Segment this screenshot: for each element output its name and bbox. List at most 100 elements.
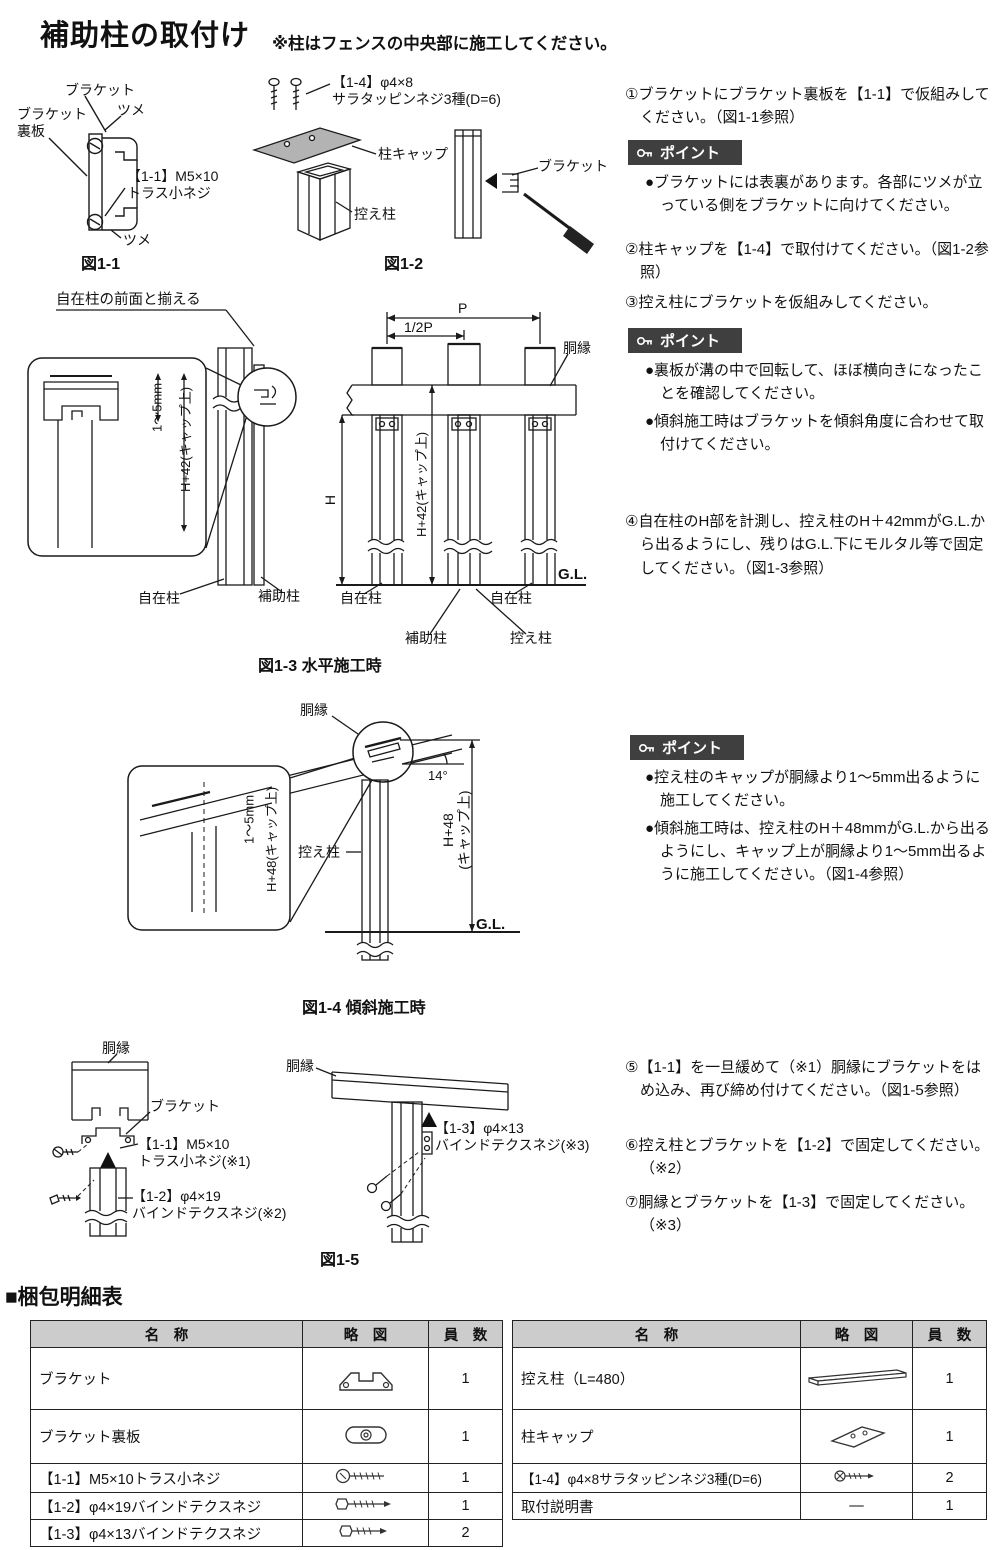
part-sketch (800, 1463, 913, 1493)
fig12-artwork (251, 77, 594, 254)
part-sketch: ― (800, 1492, 913, 1520)
step-2: ②柱キャップを【1-4】で取付けてください。（図1-2参照） (625, 241, 989, 282)
table-row: 【1-4】φ4×8サラタッピンネジ3種(D=6) 2 (512, 1463, 987, 1493)
packing-table-left: 名 称 略 図 員 数 ブラケット 1 ブラケット裏板 (30, 1320, 503, 1547)
fig13-label-jizai-2: 自在柱 (340, 590, 382, 606)
point1-bullet-1: ●ブラケットには表裏があります。各部にツメが立っている側をブラケットに向けてくだ… (645, 174, 983, 215)
fig12-label-bracket: ブラケット (538, 158, 608, 174)
part-qty: 1 (428, 1463, 503, 1493)
point-header-label: ポイント (662, 740, 723, 757)
fig13-label-align: 自在柱の前面と揃える (56, 292, 201, 308)
point2-bullet-2: ●傾斜施工時はブラケットを傾斜角度に合わせて取付けてください。 (645, 412, 985, 453)
point2-bullet-1: ●裏板が溝の中で回転して、ほぼ横向きになったことを確認してください。 (645, 362, 983, 403)
fig13-label-rail: 胴縁 (563, 340, 591, 356)
part-name: 【1-3】φ4×13バインドテクスネジ (30, 1519, 303, 1547)
part-sketch (302, 1492, 429, 1520)
fig15-label-bracket: ブラケット (150, 1098, 220, 1114)
key-icon (636, 336, 652, 345)
fig13-label-h42-detail: H+42(キャップ上) (178, 386, 194, 493)
fig15-label-rail-left: 胴縁 (102, 1040, 130, 1056)
fig15-label-screw-1-1: 【1-1】M5×10 トラス小ネジ(※1) (138, 1136, 251, 1169)
col-header-sketch: 略 図 (800, 1320, 913, 1348)
table-header-row: 名 称 略 図 員 数 (512, 1320, 987, 1348)
part-name: 控え柱（L=480） (512, 1347, 801, 1410)
col-header-qty: 員 数 (428, 1320, 503, 1348)
fig13-label-half-p: 1/2P (404, 319, 433, 335)
part-sketch (302, 1347, 429, 1410)
fig13-label-gl: G.L. (558, 566, 588, 583)
part-name: 柱キャップ (512, 1409, 801, 1464)
dash-placeholder: ― (849, 1498, 864, 1514)
fig12-label-post-cap: 柱キャップ (378, 146, 448, 162)
point-3-body: ●控え柱のキャップが胴縁より1～5mm出るように施工してください。 ●傾斜施工時… (645, 766, 993, 886)
fig13-label-hojo-1: 補助柱 (258, 588, 300, 604)
fig11-label-screw-1-1: 【1-1】M5×10 トラス小ネジ (127, 168, 219, 201)
fig13-label-hojo-2: 補助柱 (405, 630, 447, 646)
step-4: ④自在柱のH部を計測し、控え柱のH＋42mmがG.L.から出るようにし、残りはG… (625, 513, 986, 577)
point-header-label: ポイント (660, 145, 721, 162)
tex-screw-icon (338, 1525, 387, 1537)
fig14-label-gl: G.L. (476, 916, 506, 933)
part-name: 【1-2】φ4×19バインドテクスネジ (30, 1492, 303, 1520)
fig13-caption: 図1-3 水平施工時 (258, 658, 382, 675)
packing-list-title: ■梱包明細表 (5, 1286, 123, 1309)
fig15-artwork (49, 1053, 509, 1243)
point-2-body: ●裏板が溝の中で回転して、ほぼ横向きになったことを確認してください。 ●傾斜施工… (645, 359, 993, 456)
part-sketch (302, 1519, 429, 1547)
fig14-label-rail: 胴縁 (300, 702, 328, 718)
table-row: 【1-1】M5×10トラス小ネジ 1 (30, 1463, 503, 1493)
fig15-label-screw-1-2: 【1-2】φ4×19 バインドテクスネジ(※2) (132, 1188, 287, 1221)
col-header-name: 名 称 (512, 1320, 801, 1348)
fig12-label-screw-1-4: 【1-4】φ4×8 サラタッピンネジ3種(D=6) (332, 74, 501, 107)
fig11-label-tab-bottom: ツメ (123, 232, 151, 248)
fig13-label-p: P (458, 300, 468, 316)
col-header-name: 名 称 (30, 1320, 303, 1348)
fig12-label-stay-post: 控え柱 (354, 206, 396, 222)
part-qty: 1 (912, 1409, 987, 1464)
step-3: ③控え柱にブラケットを仮組みしてください。 (625, 294, 938, 311)
fig14-label-h48-main: H+48 (キャップ上) (439, 790, 472, 870)
figure-1-1: ブラケット ツメ ブラケット 裏板 【1-1】M5×10 トラス小ネジ ツメ 図… (15, 80, 240, 275)
truss-screw-icon (335, 1468, 384, 1484)
figure-1-4: 胴縁 14° 1～5mm H+48(キャップ上) H+48 (キャップ上) 控え… (100, 700, 640, 1017)
step-1: ①ブラケットにブラケット裏板を【1-1】で仮組みしてください。（図1-1参照） (625, 86, 990, 127)
point-1-body: ●ブラケットには表裏があります。各部にツメが立っている側をブラケットに向けてくだ… (645, 171, 993, 218)
fig15-caption: 図1-5 (320, 1252, 360, 1269)
packing-table-right: 名 称 略 図 員 数 控え柱（L=480） 1 柱キャップ (512, 1320, 987, 1520)
fig13-label-h42-main: H+42(キャップ上) (414, 431, 430, 538)
fig11-label-tab-top: ツメ (117, 102, 145, 118)
stay-post-icon (807, 1368, 907, 1386)
part-qty: 2 (912, 1463, 987, 1493)
point3-bullet-2: ●傾斜施工時は、控え柱のH＋48mmがG.L.から出るようにし、キャップ上が胴縁… (645, 819, 990, 884)
table-row: 【1-3】φ4×13バインドテクスネジ 2 (30, 1519, 503, 1547)
part-qty: 2 (428, 1519, 503, 1547)
part-qty: 1 (428, 1492, 503, 1520)
point-header-1: ポイント (628, 140, 742, 165)
table-header-row: 名 称 略 図 員 数 (30, 1320, 503, 1348)
part-qty: 1 (428, 1409, 503, 1464)
part-sketch (302, 1463, 429, 1493)
fig12-caption: 図1-2 (384, 256, 424, 273)
small-screw-icon (833, 1470, 874, 1482)
fig14-label-angle: 14° (428, 768, 448, 783)
fig11-caption: 図1-1 (81, 256, 121, 273)
figure-1-5: 胴縁 ブラケット 【1-1】M5×10 トラス小ネジ(※1) 【1-2】φ4×1… (20, 1040, 620, 1270)
fig13-label-hikae: 控え柱 (510, 630, 552, 646)
table-row: 控え柱（L=480） 1 (512, 1347, 987, 1410)
point-header-label: ポイント (660, 333, 721, 350)
fig13-label-gap: 1～5mm (149, 382, 165, 433)
fig14-label-h48-detail: H+48(キャップ上) (264, 786, 280, 893)
part-name: 【1-1】M5×10トラス小ネジ (30, 1463, 303, 1493)
step-7: ⑦胴縁とブラケットを【1-3】で固定してください。（※3） (625, 1194, 975, 1235)
fig14-artwork (127, 715, 520, 961)
fig15-label-screw-1-3: 【1-3】φ4×13 バインドテクスネジ(※3) (435, 1120, 590, 1153)
tex-screw-icon (334, 1498, 391, 1510)
fig11-label-back-plate: ブラケット 裏板 (17, 106, 87, 139)
part-qty: 1 (428, 1347, 503, 1410)
part-qty: 1 (912, 1492, 987, 1520)
table-row: ブラケット裏板 1 (30, 1409, 503, 1464)
part-qty: 1 (912, 1347, 987, 1410)
part-name: 取付説明書 (512, 1492, 801, 1520)
post-cap-icon (829, 1425, 886, 1448)
